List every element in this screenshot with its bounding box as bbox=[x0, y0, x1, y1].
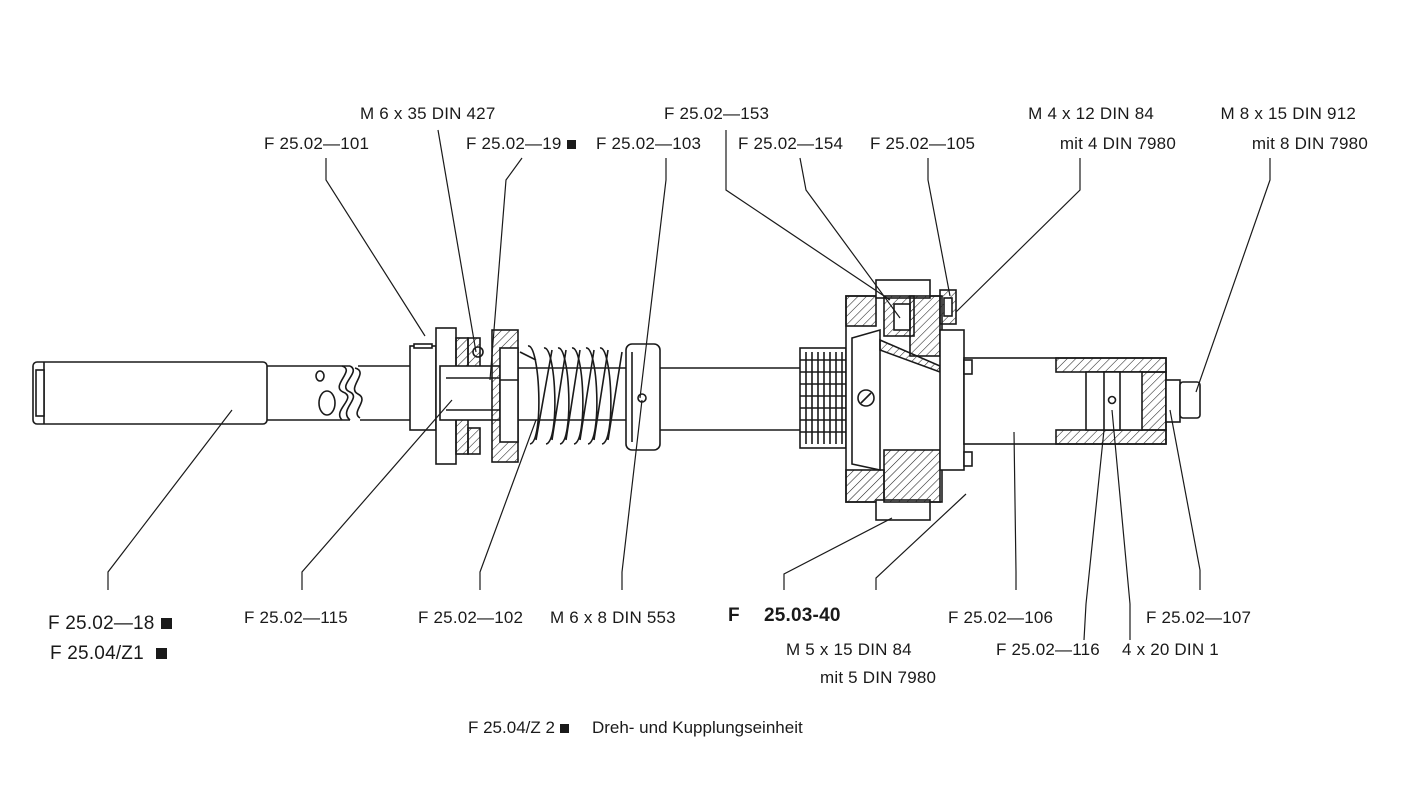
label-f25-02-106: F 25.02—106 bbox=[948, 608, 1054, 627]
label-f25-02-18-text: F 25.02—18 bbox=[48, 613, 155, 634]
label-mit4-din7980: mit 4 DIN 7980 bbox=[1059, 134, 1176, 153]
label-f25-02-107: F 25.02—107 bbox=[1146, 608, 1252, 627]
label-m5x15-din84: M 5 x 15 DIN 84 bbox=[786, 640, 912, 659]
label-mit5-din7980: mit 5 DIN 7980 bbox=[820, 668, 937, 687]
label-f25-02-103: F 25.02—103 bbox=[596, 134, 702, 153]
label-f25-02-153: F 25.02—153 bbox=[664, 104, 770, 123]
label-mit8-din7980: mit 8 DIN 7980 bbox=[1251, 134, 1368, 153]
left-tube-part bbox=[32, 361, 410, 425]
figure-caption: F 25.04/Z 2 Dreh- und Kupplungseinheit bbox=[468, 718, 803, 738]
label-4x20-din1: 4 x 20 DIN 1 bbox=[1122, 640, 1219, 659]
label-m8x15-din912: M 8 x 15 DIN 912 bbox=[1220, 104, 1356, 123]
label-f25-03-40: 25.03-40 bbox=[764, 605, 841, 626]
label-f25-02-101: F 25.02—101 bbox=[264, 134, 370, 153]
label-f25-02-19-text: F 25.02—19 bbox=[466, 134, 562, 153]
label-f25-02-102: F 25.02—102 bbox=[418, 608, 524, 627]
caption-code: F 25.04/Z 2 bbox=[468, 718, 555, 737]
label-f-prefix: F bbox=[728, 605, 740, 626]
spring-part bbox=[518, 345, 628, 445]
label-f25-02-105: F 25.02—105 bbox=[870, 134, 976, 153]
label-m6x8-din553: M 6 x 8 DIN 553 bbox=[550, 608, 676, 627]
label-f25-02-116: F 25.02—116 bbox=[996, 640, 1100, 659]
flange-101-part bbox=[409, 327, 519, 465]
label-f25-02-115: F 25.02—115 bbox=[244, 608, 348, 627]
housing-106-part bbox=[963, 357, 1201, 467]
square-marker-icon bbox=[566, 140, 576, 149]
label-m6x35-din427: M 6 x 35 DIN 427 bbox=[360, 104, 496, 123]
square-marker-icon bbox=[155, 648, 167, 659]
label-f25-04-z1: F 25.04/Z1 bbox=[50, 644, 167, 664]
square-marker-icon bbox=[559, 724, 569, 733]
leader-lines bbox=[107, 129, 1271, 641]
label-f25-02-18: F 25.02—18 bbox=[48, 614, 172, 634]
square-marker-icon bbox=[160, 618, 172, 629]
label-f25-04-z1-text: F 25.04/Z1 bbox=[50, 643, 144, 664]
coupling-housing-part bbox=[845, 279, 965, 521]
gear-part bbox=[799, 347, 847, 449]
label-m4x12-din84: M 4 x 12 DIN 84 bbox=[1028, 104, 1154, 123]
label-f25-02-19: F 25.02—19 bbox=[466, 134, 581, 154]
caption-title: Dreh- und Kupplungseinheit bbox=[591, 718, 803, 737]
label-f25-02-154: F 25.02—154 bbox=[738, 134, 844, 153]
collar-103-part bbox=[625, 343, 800, 451]
